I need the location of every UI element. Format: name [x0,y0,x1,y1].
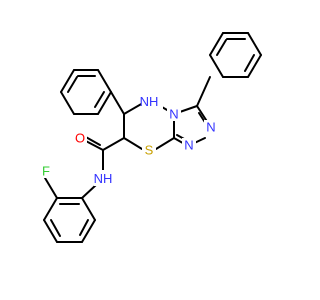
structure-drawing: NH N N N S O NH F [39,32,262,243]
s-ring-label: S [145,143,154,158]
nh-amide-label: NH [94,171,113,186]
phenyl-ring-top-left [60,69,112,115]
o-carbonyl-label: O [75,131,85,146]
atom-labels: NH N N N S O NH F [39,93,218,186]
nh-ring-label: NH [140,94,159,109]
n-triazole-2-label: N [184,138,193,153]
fused-heterocycle [81,76,211,199]
phenyl-ring-top-right [209,32,262,78]
n-bridge-label: N [169,107,178,122]
molecule-diagram: NH N N N S O NH F [39,32,262,243]
fluorophenyl-ring [43,177,96,243]
n-triazole-1-label: N [206,120,215,135]
f-label: F [42,164,50,179]
